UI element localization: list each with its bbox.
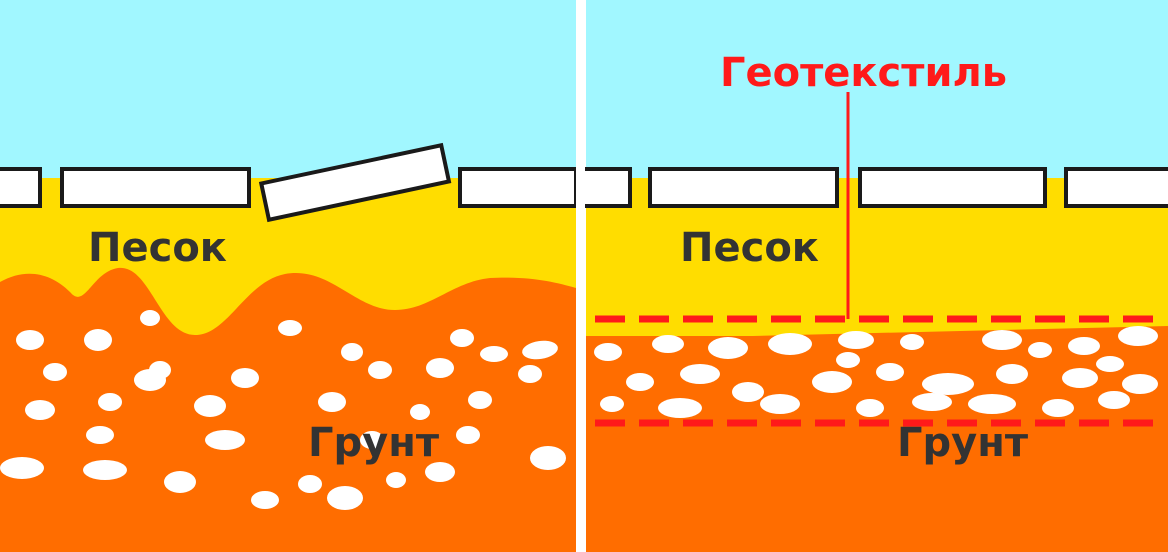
- left-stones: [0, 310, 566, 510]
- right-stone: [982, 330, 1022, 350]
- right-tile-2: [648, 167, 839, 208]
- left-stone: [134, 369, 166, 391]
- left-stone: [164, 471, 196, 493]
- left-sand-label: Песок: [88, 225, 227, 271]
- left-stone: [231, 368, 259, 388]
- left-soil-layer: [0, 267, 576, 552]
- left-tile-2: [60, 167, 251, 208]
- right-stone: [1042, 399, 1074, 417]
- left-stone: [298, 475, 322, 493]
- right-stone: [996, 364, 1028, 384]
- right-stone: [1098, 391, 1130, 409]
- left-tile-1: [0, 167, 42, 208]
- left-stone: [341, 343, 363, 361]
- right-soil-label: Грунт: [897, 420, 1029, 466]
- right-stone: [836, 352, 860, 368]
- left-stone: [194, 395, 226, 417]
- right-stone: [1068, 337, 1100, 355]
- left-stone: [425, 462, 455, 482]
- left-stone: [0, 457, 44, 479]
- left-soil-label: Грунт: [308, 420, 440, 466]
- left-stone: [318, 392, 346, 412]
- left-stone: [98, 393, 122, 411]
- left-stone: [278, 320, 302, 336]
- left-tile-tilted: [258, 142, 452, 223]
- right-stone: [856, 399, 884, 417]
- left-stone: [43, 363, 67, 381]
- right-stone: [812, 371, 852, 393]
- geotextile-label: Геотекстиль: [720, 50, 1007, 96]
- left-stone: [386, 472, 406, 488]
- left-stone: [410, 404, 430, 420]
- left-stone: [86, 426, 114, 444]
- right-stone: [876, 363, 904, 381]
- left-stone: [530, 446, 566, 470]
- left-stone: [468, 391, 492, 409]
- right-tile-3: [858, 167, 1047, 208]
- left-stone: [480, 346, 508, 362]
- right-stone: [600, 396, 624, 412]
- left-stone: [16, 330, 44, 350]
- right-tile-4: [1064, 167, 1168, 208]
- left-stone: [140, 310, 160, 326]
- right-sky: [586, 0, 1168, 180]
- left-sky: [0, 0, 576, 180]
- right-stone: [1118, 326, 1158, 346]
- left-stone: [368, 361, 392, 379]
- left-stone: [84, 329, 112, 351]
- right-stone: [900, 334, 924, 350]
- right-stone: [652, 335, 684, 353]
- right-stone: [594, 343, 622, 361]
- right-stone: [1122, 374, 1158, 394]
- left-stone: [205, 430, 245, 450]
- right-stone: [968, 394, 1016, 414]
- left-stone: [83, 460, 127, 480]
- right-stones: [594, 326, 1158, 418]
- right-stone: [732, 382, 764, 402]
- right-stone: [1062, 368, 1098, 388]
- right-stone: [626, 373, 654, 391]
- left-stone: [327, 486, 363, 510]
- right-sand-label: Песок: [680, 225, 819, 271]
- left-stone: [522, 340, 558, 360]
- right-stone: [912, 393, 952, 411]
- right-stone: [680, 364, 720, 384]
- right-stone: [760, 394, 800, 414]
- left-stone: [426, 358, 454, 378]
- right-stone: [658, 398, 702, 418]
- left-tile-3: [458, 167, 592, 208]
- left-stone: [251, 491, 279, 509]
- left-stone: [518, 365, 542, 383]
- left-stone: [456, 426, 480, 444]
- right-panel: Геотекстиль Песок Грунт: [574, 0, 1168, 552]
- right-stone: [1028, 342, 1052, 358]
- left-panel: Песок Грунт: [0, 0, 592, 552]
- left-stone: [360, 431, 384, 449]
- right-stone: [838, 331, 874, 349]
- right-stone: [922, 373, 974, 395]
- right-stone: [708, 337, 748, 359]
- right-stone: [768, 333, 812, 355]
- left-stone: [450, 329, 474, 347]
- right-stone: [1096, 356, 1124, 372]
- left-stone: [25, 400, 55, 420]
- panel-divider: [576, 0, 585, 552]
